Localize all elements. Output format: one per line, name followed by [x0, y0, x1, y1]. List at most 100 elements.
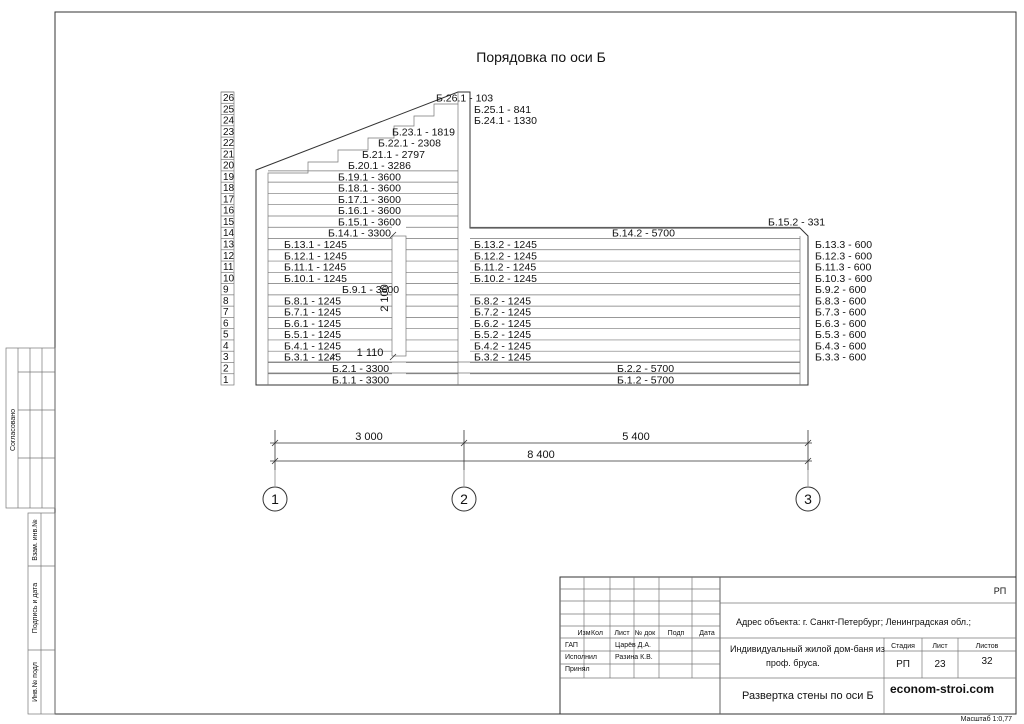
beam-label-r24: Б.24.1 - 1330	[474, 115, 537, 127]
beam-label-r10a: Б.10.1 - 1245	[284, 273, 347, 285]
stamp-agreed: Согласовано	[10, 409, 17, 451]
beam-label-r12b: Б.12.2 - 1245	[474, 250, 537, 262]
beam-label-r10b: Б.10.2 - 1245	[474, 273, 537, 285]
stamp-sign-date: Подпись и дата	[32, 583, 39, 633]
beam-label-r23: Б.23.1 - 1819	[392, 126, 455, 138]
name-gap: Царёв Д.А.	[615, 642, 651, 649]
beam-label-r20: Б.20.1 - 3286	[348, 160, 411, 172]
beam-label-r3b: Б.3.2 - 1245	[474, 352, 531, 364]
beam-label-r5c: Б.5.3 - 600	[815, 329, 866, 341]
opening-height-dim: 2 100	[379, 284, 391, 312]
axis-1-label: 1	[271, 491, 279, 507]
row-number: 6	[223, 318, 229, 329]
role-ispolnil: Исполнил	[565, 654, 597, 661]
row-number: 10	[223, 273, 235, 284]
beam-label-r26: Б.26.1 - 103	[436, 93, 493, 105]
row-number: 17	[223, 194, 235, 205]
row-number: 15	[223, 217, 235, 228]
tb-sheets-label: Листов	[976, 643, 999, 650]
beam-label-r7c: Б.7.3 - 600	[815, 307, 866, 319]
hdr-kol: Кол	[591, 630, 603, 637]
opening-frame	[391, 235, 407, 357]
beam-label-r8c: Б.8.3 - 600	[815, 295, 866, 307]
row-number: 8	[223, 296, 229, 307]
beam-label-r4c: Б.4.3 - 600	[815, 340, 866, 352]
tb-project-line2: проф. бруса.	[766, 658, 820, 668]
beam-label-r9a: Б.9.1 - 3600	[342, 284, 399, 296]
beam-label-r6b: Б.6.2 - 1245	[474, 318, 531, 330]
title-block: Изм Кол Лист № док Подп Дата ГАП Исполни…	[559, 576, 1017, 715]
beam-label-r4b: Б.4.2 - 1245	[474, 340, 531, 352]
row-number: 14	[223, 228, 235, 239]
row-number: 21	[223, 149, 235, 160]
row-number: 5	[223, 330, 229, 341]
dim-span-1: 3 000	[355, 431, 383, 443]
side-stamp: Согласовано Взам. инв.№ Подпись и дата И…	[5, 347, 56, 715]
beam-label-r14b: Б.14.2 - 5700	[612, 228, 675, 240]
axis-3-label: 3	[804, 491, 812, 507]
beam-label-r12a: Б.12.1 - 1245	[284, 250, 347, 262]
tb-stage-label: Стадия	[891, 643, 915, 650]
beam-label-r9c: Б.9.2 - 600	[815, 284, 866, 296]
hdr-podp: Подп	[668, 630, 685, 637]
beam-label-r11a: Б.11.1 - 1245	[284, 262, 346, 274]
beam-label-r8a: Б.8.1 - 1245	[284, 295, 341, 307]
beam-label-r3c: Б.3.3 - 600	[815, 352, 866, 364]
beam-label-r14a: Б.14.1 - 3300	[328, 228, 391, 240]
hdr-data: Дата	[699, 630, 715, 637]
stamp-swap-inv: Взам. инв.№	[32, 519, 39, 560]
beam-label-r3a: Б.3.1 - 1245	[284, 352, 341, 364]
row-number: 20	[223, 161, 235, 172]
beam-label-r6c: Б.6.3 - 600	[815, 318, 866, 330]
beam-label-r13a: Б.13.1 - 1245	[284, 239, 347, 251]
beam-label-r10c: Б.10.3 - 600	[815, 273, 872, 285]
row-number: 24	[223, 116, 235, 127]
scale-note: Масштаб 1:0,77	[961, 715, 1012, 723]
name-ispolnil: Разина К.В.	[615, 654, 653, 661]
hdr-izm: Изм	[577, 630, 590, 637]
axis-markers: 1 2 3	[262, 486, 821, 512]
beam-label-r13c: Б.13.3 - 600	[815, 239, 872, 251]
beam-label-r6a: Б.6.1 - 1245	[284, 318, 341, 330]
beam-label-r11b: Б.11.2 - 1245	[474, 262, 536, 274]
row-number: 25	[223, 104, 235, 115]
row-number: 7	[223, 307, 229, 318]
row-number: 13	[223, 240, 235, 251]
tb-code: РП	[994, 586, 1006, 596]
row-number: 18	[223, 183, 235, 194]
row-number: 3	[223, 352, 229, 363]
role-prinyal: Принял	[565, 666, 590, 673]
row-number: 16	[223, 206, 235, 217]
beam-label-r7a: Б.7.1 - 1245	[284, 307, 341, 319]
beam-label-r8b: Б.8.2 - 1245	[474, 295, 531, 307]
beam-label-r2b: Б.2.2 - 5700	[617, 363, 674, 375]
beam-label-r15: Б.15.1 - 3600	[338, 216, 401, 228]
beam-label-r5a: Б.5.1 - 1245	[284, 329, 341, 341]
beam-label-r13b: Б.13.2 - 1245	[474, 239, 537, 251]
axis-2-label: 2	[460, 491, 468, 507]
role-gap: ГАП	[565, 642, 578, 649]
tb-sheet-label: Лист	[932, 643, 948, 650]
opening-width-dim: 1 110	[357, 347, 384, 359]
beam-label-r2a: Б.2.1 - 3300	[332, 363, 389, 375]
row-number: 2	[223, 363, 229, 374]
beam-label-r19: Б.19.1 - 3600	[338, 171, 401, 183]
hdr-ndok: № док	[635, 630, 656, 637]
row-number: 9	[223, 285, 229, 296]
dim-total: 8 400	[527, 449, 555, 461]
dim-span-2: 5 400	[622, 431, 650, 443]
tb-stage-value: РП	[896, 659, 910, 670]
beam-label-r15b: Б.15.2 - 331	[768, 216, 825, 228]
beam-label-r5b: Б.5.2 - 1245	[474, 329, 531, 341]
beam-label-r12c: Б.12.3 - 600	[815, 250, 872, 262]
beam-label-r4a: Б.4.1 - 1245	[284, 340, 341, 352]
beam-label-r17: Б.17.1 - 3600	[338, 194, 401, 206]
beam-label-r1a: Б.1.1 - 3300	[332, 374, 389, 386]
tb-sheets-value: 32	[981, 656, 993, 667]
tb-website: econom-stroi.com	[890, 682, 994, 696]
beam-label-r16: Б.16.1 - 3600	[338, 205, 401, 217]
tb-address: Адрес объекта: г. Санкт-Петербург; Ленин…	[736, 617, 971, 627]
row-number: 1	[223, 375, 229, 386]
